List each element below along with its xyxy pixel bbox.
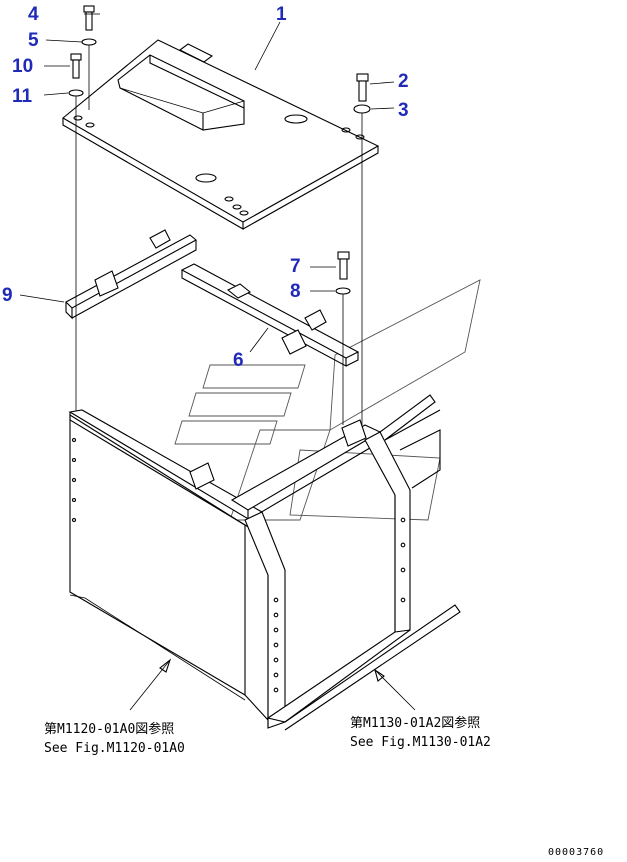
bolt-7 bbox=[337, 251, 350, 280]
callout-7: 7 bbox=[290, 256, 301, 277]
ref-right-en: See Fig.M1130-01A2 bbox=[350, 735, 491, 750]
callout-1: 1 bbox=[276, 4, 287, 25]
reference-notes: 第M1120-01A0図参照 See Fig.M1120-01A0 第M1130… bbox=[44, 715, 491, 756]
ref-left-jp: 第M1120-01A0図参照 bbox=[44, 721, 174, 737]
callout-5: 5 bbox=[28, 30, 39, 51]
callout-2: 2 bbox=[398, 71, 409, 92]
watermark-logo bbox=[174, 279, 481, 521]
washer-8 bbox=[335, 287, 351, 295]
callout-6: 6 bbox=[233, 350, 244, 371]
washer-5 bbox=[81, 38, 97, 46]
washer-11 bbox=[68, 89, 84, 97]
drawing-code: 00003760 bbox=[548, 847, 604, 858]
alignment-lines bbox=[75, 45, 363, 425]
leader-lines bbox=[19, 13, 416, 711]
ref-right-jp: 第M1130-01A2図参照 bbox=[350, 715, 480, 731]
callout-9: 9 bbox=[2, 285, 13, 306]
bracket-9 bbox=[65, 229, 197, 320]
top-cover-plate bbox=[62, 39, 380, 230]
bolt-4 bbox=[83, 5, 95, 31]
callout-3: 3 bbox=[398, 100, 409, 121]
callout-4: 4 bbox=[28, 4, 39, 25]
bolt-2 bbox=[356, 73, 369, 102]
bolt-10 bbox=[70, 53, 82, 79]
callout-10: 10 bbox=[12, 56, 33, 77]
rail-6 bbox=[180, 263, 360, 367]
callout-11: 11 bbox=[12, 86, 33, 107]
post-holes bbox=[71, 437, 406, 693]
main-frame bbox=[68, 394, 461, 731]
callout-8: 8 bbox=[290, 281, 301, 302]
washer-3 bbox=[353, 104, 371, 114]
ref-left-en: See Fig.M1120-01A0 bbox=[44, 741, 185, 756]
callout-numbers: 1 2 3 4 5 6 7 8 9 10 11 bbox=[2, 4, 409, 371]
